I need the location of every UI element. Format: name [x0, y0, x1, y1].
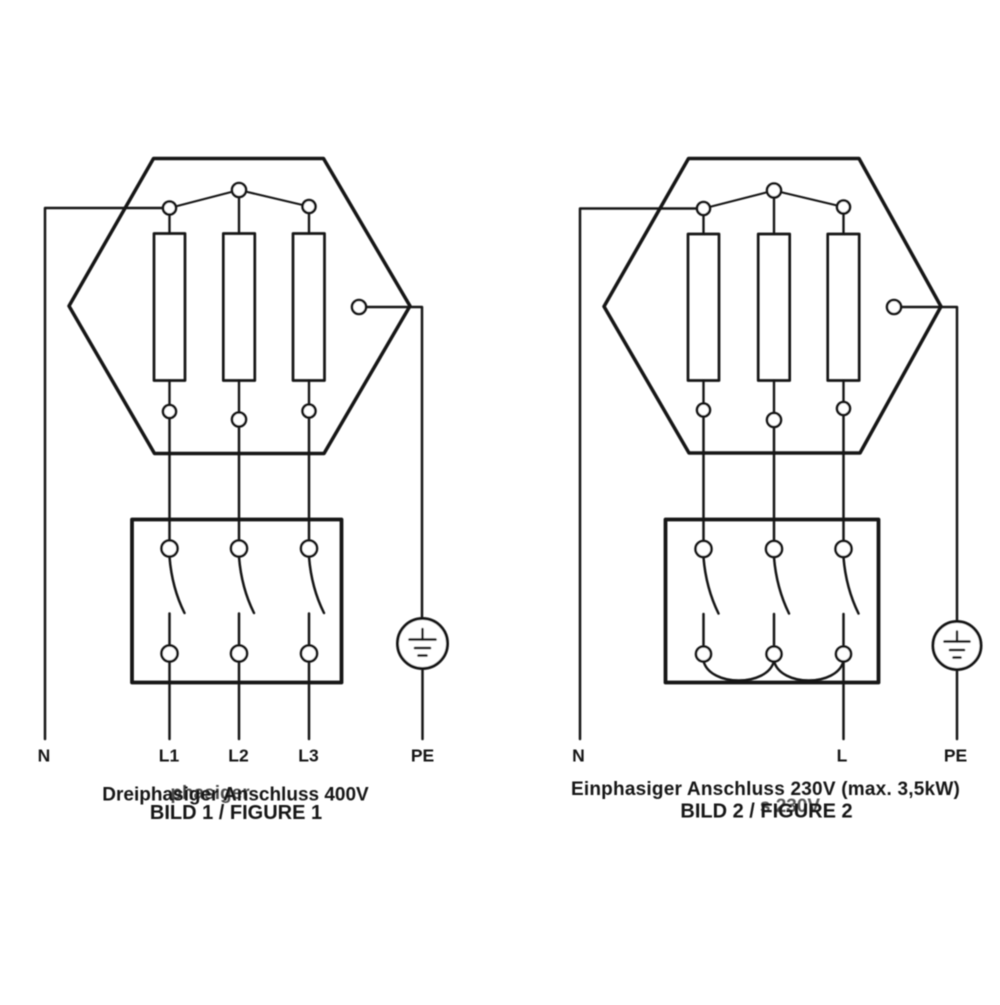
- svg-text:Dreiphasiger Anschluss 400V: Dreiphasiger Anschluss 400V: [102, 785, 369, 806]
- svg-text:L1: L1: [159, 746, 180, 766]
- svg-text:PE: PE: [411, 746, 434, 766]
- svg-text:Einphasiger Anschluss 230V (ma: Einphasiger Anschluss 230V (max. 3,5kW): [571, 779, 960, 800]
- svg-text:BILD 1 / FIGURE 1: BILD 1 / FIGURE 1: [150, 802, 322, 824]
- svg-text:L2: L2: [228, 746, 249, 766]
- svg-text:BILD 2 / FIGURE 2: BILD 2 / FIGURE 2: [680, 801, 852, 823]
- svg-text:L3: L3: [298, 746, 319, 766]
- svg-text:N: N: [38, 746, 51, 766]
- svg-text:phasiger: phasiger: [170, 783, 250, 804]
- svg-text:s 230V: s 230V: [760, 796, 821, 817]
- svg-text:PE: PE: [944, 746, 967, 766]
- svg-text:N: N: [572, 746, 585, 766]
- svg-text:L: L: [837, 746, 848, 766]
